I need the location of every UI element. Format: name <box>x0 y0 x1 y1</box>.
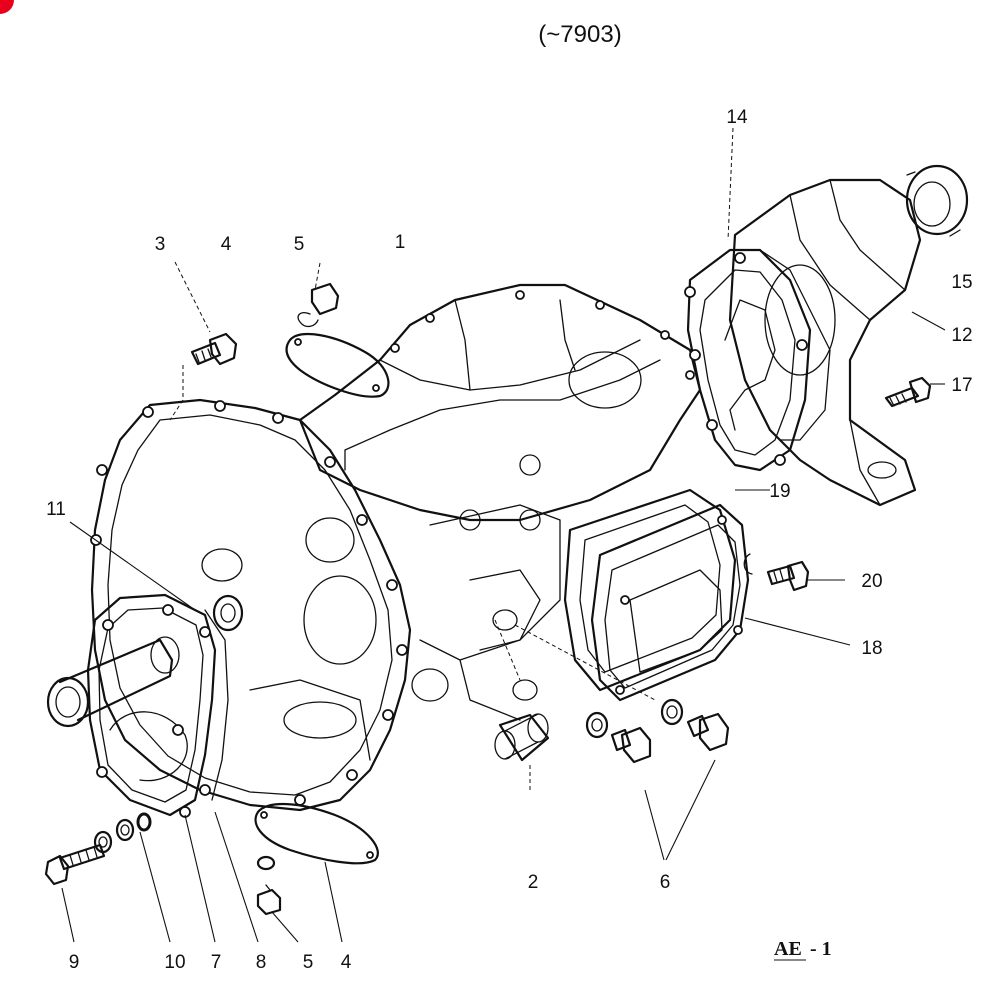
bolt-3 <box>169 332 238 421</box>
callout-11: 11 <box>46 499 66 520</box>
callout-17: 17 <box>951 375 972 396</box>
callout-6: 6 <box>660 872 671 893</box>
washers-10 <box>93 812 152 854</box>
callout-5-bottom: 5 <box>303 952 314 973</box>
callout-4-top: 4 <box>221 234 232 255</box>
callout-5-top: 5 <box>294 234 305 255</box>
bolt-9 <box>44 843 106 886</box>
page-code-suffix: - 1 <box>810 938 832 960</box>
callout-15: 15 <box>951 272 972 293</box>
callout-19: 19 <box>769 481 790 502</box>
callout-20: 20 <box>861 571 882 592</box>
transmission-housing <box>90 283 702 812</box>
rear-gasket-part <box>684 248 812 472</box>
bolt-20 <box>743 553 810 592</box>
callout-7: 7 <box>211 952 222 973</box>
callout-14: 14 <box>726 107 748 128</box>
bottom-gasket-4 <box>254 803 379 865</box>
side-cover-part <box>590 503 750 702</box>
callout-1: 1 <box>395 232 406 253</box>
callout-3: 3 <box>155 234 166 255</box>
plug-6-washers <box>585 698 684 739</box>
front-bearing-retainer <box>46 593 217 818</box>
callout-8: 8 <box>256 952 267 973</box>
callout-12: 12 <box>951 325 972 346</box>
serial-range-label: (~7903) <box>538 21 621 48</box>
callout-10: 10 <box>164 952 185 973</box>
callout-2: 2 <box>528 872 539 893</box>
callout-labels: 1 3 4 5 14 15 12 17 19 20 18 11 2 6 9 10… <box>46 107 972 973</box>
leader-lines <box>61 127 946 943</box>
rear-oil-seal <box>905 164 969 237</box>
callout-9: 9 <box>69 952 80 973</box>
front-oil-seal-11 <box>212 594 244 632</box>
top-gasket-4 <box>285 332 390 398</box>
corner-marker <box>0 0 14 14</box>
top-plug-5 <box>297 282 340 328</box>
bolt-17 <box>884 376 932 408</box>
rear-extension-housing <box>728 178 922 507</box>
callout-4-bottom: 4 <box>341 952 352 973</box>
front-gasket-8 <box>204 609 229 801</box>
page-code: AE - 1 <box>774 938 832 961</box>
bushing-part <box>494 713 550 762</box>
plug-6-bolts <box>610 712 730 764</box>
side-cover-gasket <box>563 488 737 692</box>
bottom-plug-5 <box>256 855 282 916</box>
page-code-prefix: AE <box>774 938 802 960</box>
callout-18: 18 <box>861 638 882 659</box>
